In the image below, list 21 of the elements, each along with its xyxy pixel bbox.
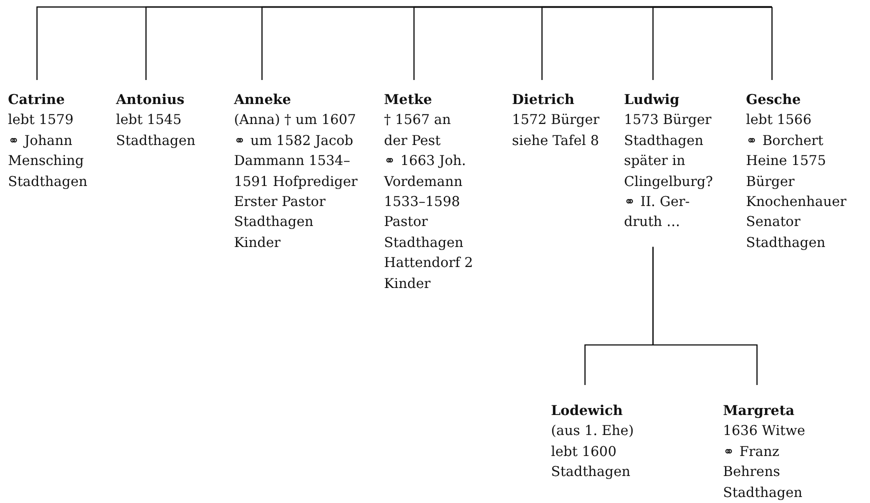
- person-details: (aus 1. Ehe) lebt 1600 Stadthagen: [551, 422, 635, 482]
- person-details: † 1567 an der Pest ⚭ 1663 Joh. Vordemann 1533–1598 Pastor Stadthagen Hattendorf 2 Kinder: [384, 111, 474, 294]
- person-name: Metke: [384, 91, 434, 110]
- person-details: lebt 1566 ⚭ Borchert Heine 1575 Bürger Knochenhauer Senator Stadthagen: [746, 111, 848, 253]
- tree-line: [652, 6, 772, 80]
- person-details: lebt 1545 Stadthagen: [116, 111, 196, 151]
- person-name: Margreta: [723, 402, 796, 421]
- person-name: Dietrich: [512, 91, 576, 110]
- person-name: Antonius: [116, 91, 186, 110]
- person-details: 1572 Bürger siehe Tafel 8: [512, 111, 600, 151]
- person-details: (Anna) † um 1607 ⚭ um 1582 Jacob Dammann 1534–1591 Hofprediger Erster Pastor Stadthagen Kinder: [234, 111, 358, 253]
- person-name: Catrine: [8, 91, 66, 110]
- tree-line: [771, 7, 773, 80]
- person-name: Lodewich: [551, 402, 624, 421]
- person-details: lebt 1579 ⚭ Johann Mensching Stadthagen: [8, 111, 88, 192]
- tree-line: [652, 246, 758, 385]
- person-details: 1636 Witwe ⚭ Franz Behrens Stadthagen: [723, 422, 806, 503]
- person-name: Gesche: [746, 91, 802, 110]
- person-name: Anneke: [234, 91, 292, 110]
- person-details: 1573 Bürger Stadthagen später in Clingelburg? ⚭ II. Ger- druth …: [624, 111, 714, 232]
- person-name: Ludwig: [624, 91, 680, 110]
